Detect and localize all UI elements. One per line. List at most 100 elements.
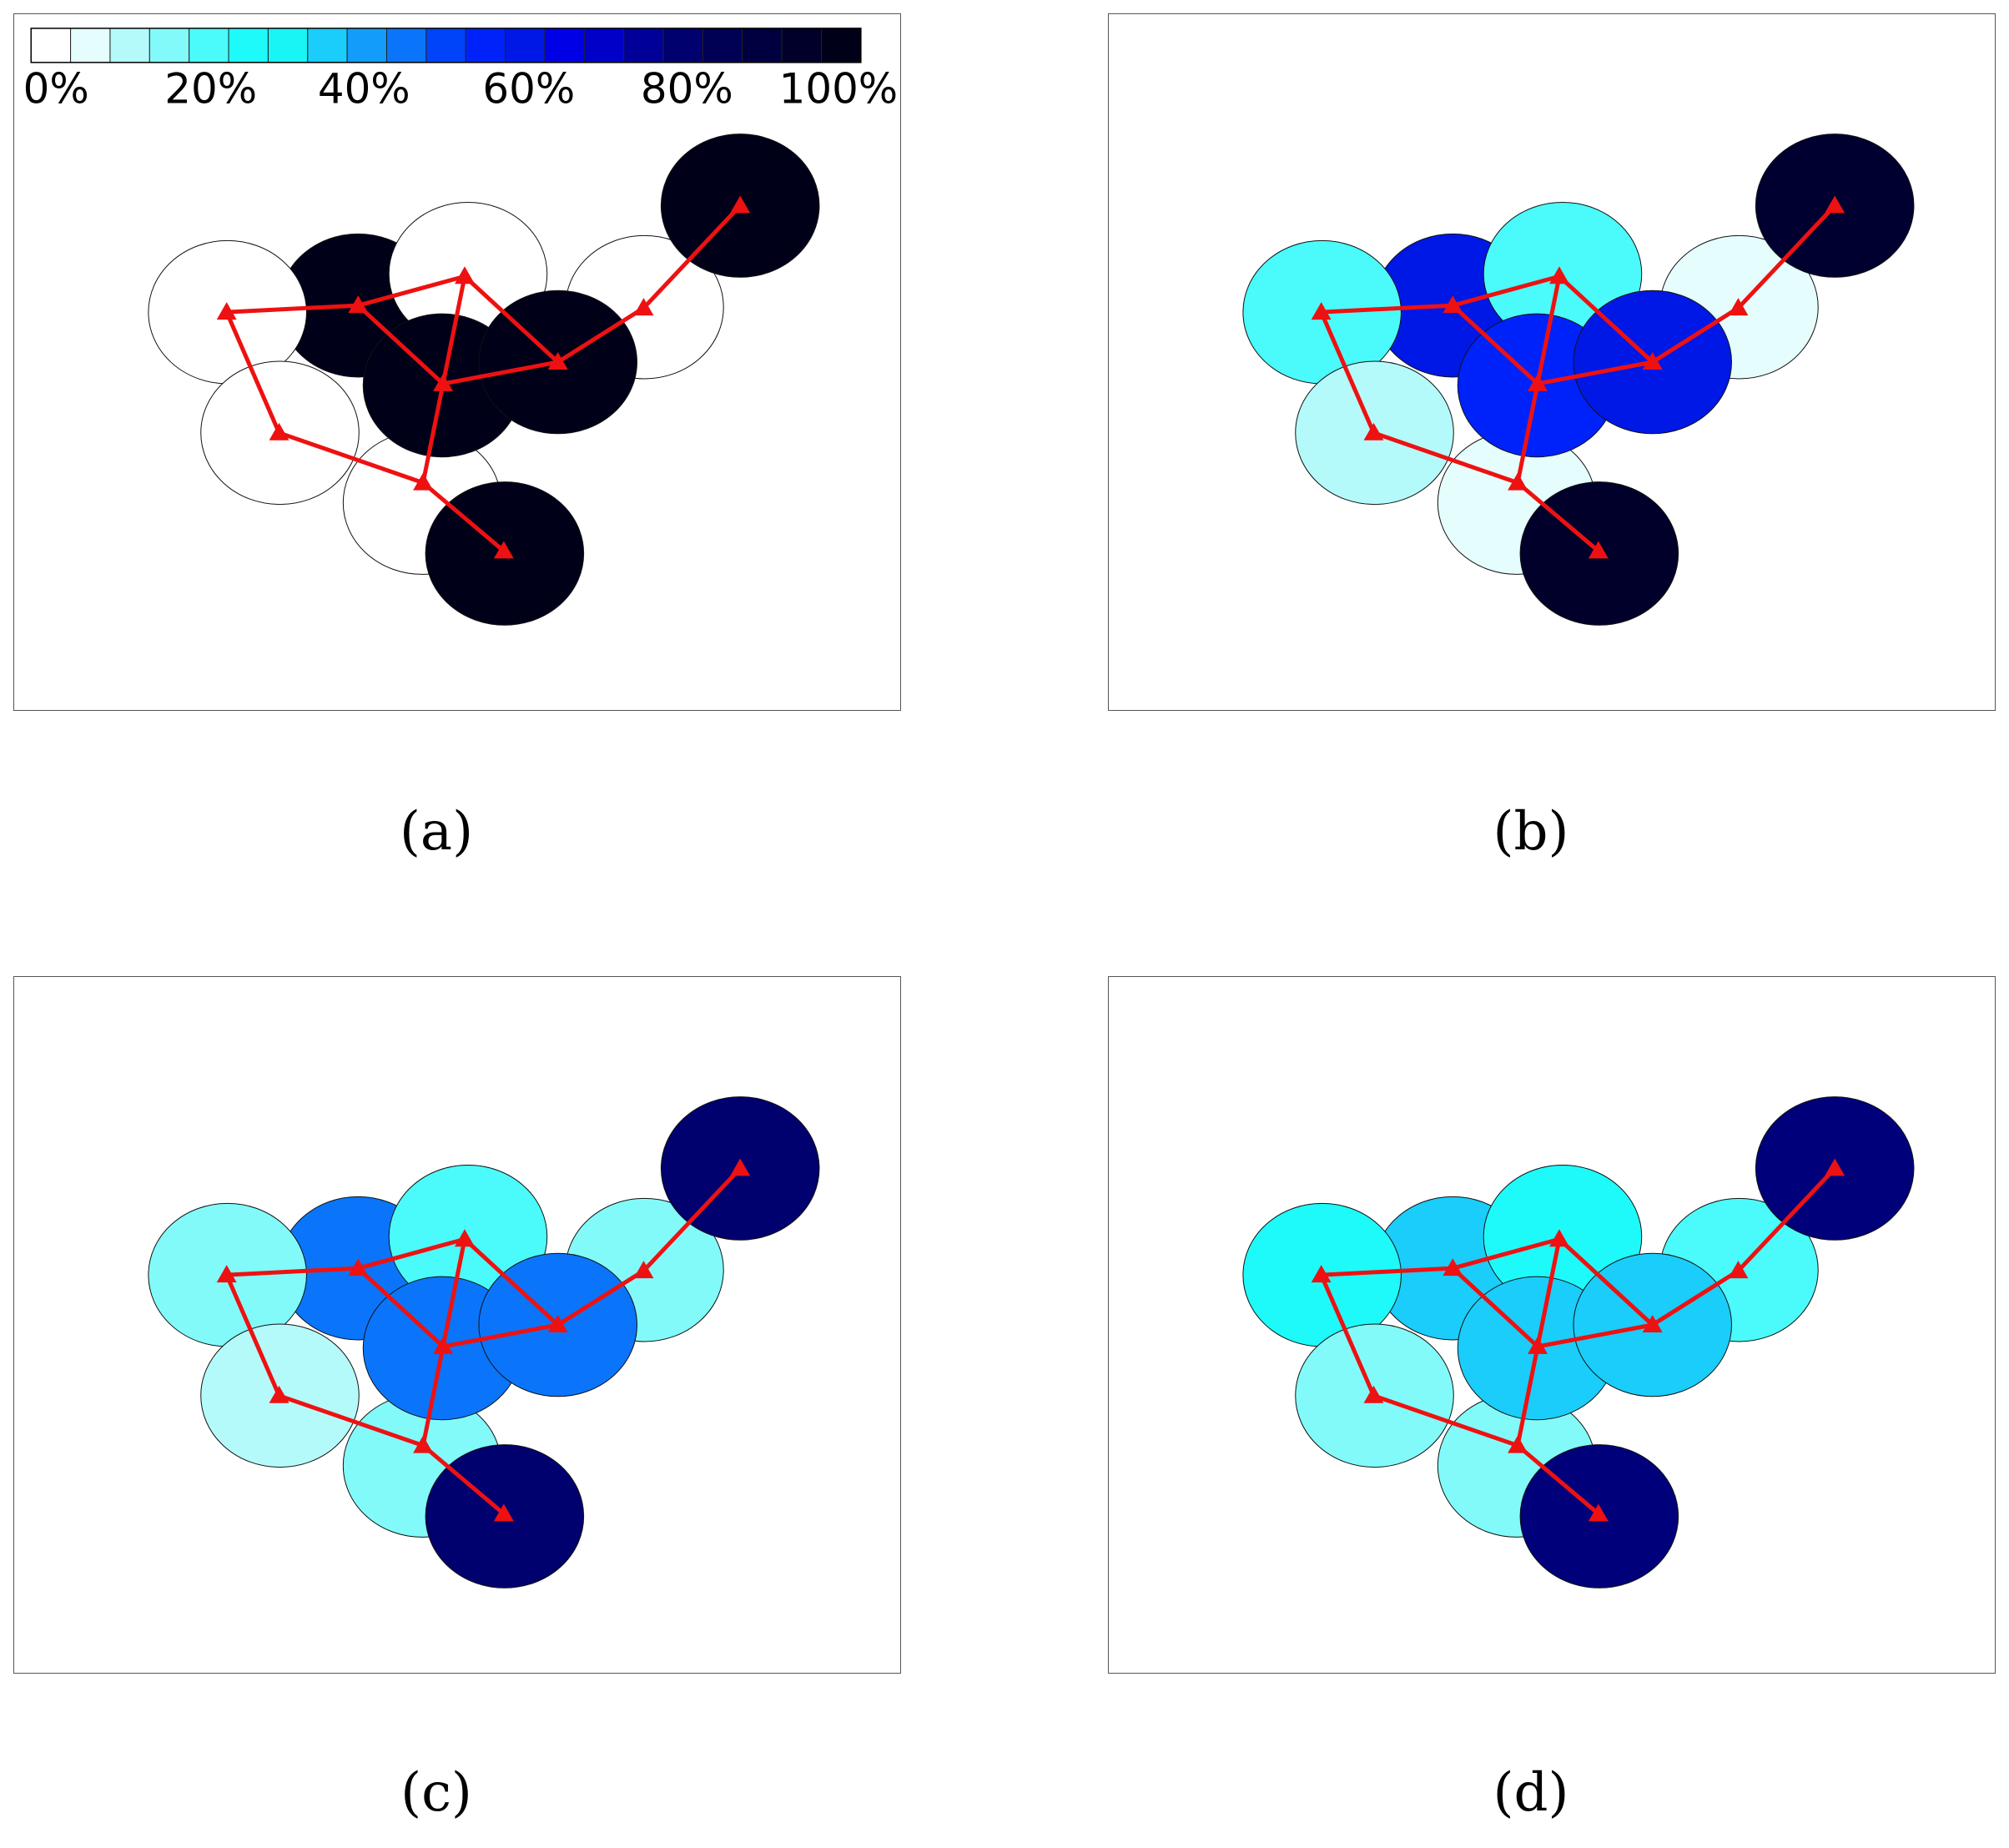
link-1-3	[1451, 1266, 1539, 1348]
panel-c	[13, 976, 901, 1674]
node-group	[1311, 195, 1845, 559]
link-group	[224, 1166, 743, 1516]
colorbar-swatch-10	[425, 28, 466, 63]
colorbar-swatch-6	[267, 28, 309, 63]
node-triangle-9	[493, 541, 514, 559]
cell-group	[1242, 133, 1915, 626]
colorbar-swatch-7	[307, 28, 348, 63]
link-2-3	[441, 1238, 467, 1347]
colorbar-tick-label: 0%	[23, 65, 89, 113]
colorbar-swatch-5	[228, 28, 269, 63]
colorbar-tick-label: 80%	[641, 65, 733, 113]
node-triangle-5	[1728, 1261, 1749, 1279]
colorbar-swatch-13	[544, 28, 585, 63]
colorbar-tick-label: 40%	[318, 65, 410, 113]
node-triangle-8	[1508, 1435, 1528, 1453]
colorbar-tick-label: 20%	[164, 65, 257, 113]
node-triangle-6	[1825, 195, 1845, 214]
link-4-5	[1651, 306, 1740, 365]
link-1-2	[1452, 1236, 1560, 1271]
node-triangle-2	[455, 266, 475, 285]
colorbar-swatch-14	[583, 28, 625, 63]
link-1-3	[356, 1266, 445, 1348]
caption-c: (c)	[400, 1762, 472, 1824]
link-2-4	[463, 274, 560, 364]
link-1-2	[357, 1236, 466, 1271]
node-triangle-7	[269, 422, 290, 441]
link-3-8	[1515, 383, 1540, 484]
colorbar-swatch-17	[702, 28, 743, 63]
node-triangle-2	[1549, 1229, 1569, 1247]
link-8-9	[421, 481, 506, 553]
node-triangle-6	[1825, 1158, 1845, 1176]
link-0-1	[1321, 1266, 1453, 1277]
caption-b: (b)	[1493, 801, 1569, 863]
caption-a: (a)	[399, 801, 474, 863]
link-0-7	[224, 1274, 281, 1397]
link-group	[1319, 204, 1837, 553]
colorbar-swatch-1	[70, 28, 111, 63]
link-0-1	[226, 1266, 359, 1277]
caption-d: (d)	[1493, 1762, 1569, 1824]
node-triangle-3	[1528, 373, 1548, 391]
node-triangle-0	[1311, 302, 1332, 320]
node-triangle-5	[633, 1261, 654, 1279]
panel-b-svg	[1242, 133, 1915, 626]
link-1-2	[357, 274, 466, 308]
panel-a-svg: 0%20%40%60%80%100%	[23, 28, 899, 626]
node-triangle-4	[547, 1315, 568, 1332]
node-triangle-0	[216, 302, 237, 320]
link-1-3	[356, 304, 445, 385]
panel-c-svg	[148, 1096, 820, 1589]
link-0-7	[1319, 311, 1376, 434]
link-2-4	[463, 1237, 560, 1327]
node-triangle-5	[633, 298, 654, 316]
link-5-6	[1736, 204, 1837, 310]
link-1-3	[1451, 304, 1539, 385]
link-0-1	[1321, 303, 1453, 315]
node-triangle-2	[1549, 266, 1569, 285]
link-3-4	[442, 1322, 559, 1349]
link-1-2	[1452, 274, 1560, 308]
colorbar-swatch-20	[820, 28, 862, 63]
node-triangle-4	[547, 352, 568, 370]
colorbar-frame	[30, 28, 862, 63]
colorbar-swatch-3	[149, 28, 190, 63]
node-group	[216, 1158, 751, 1522]
node-triangle-1	[1443, 1258, 1463, 1276]
node-triangle-9	[1588, 541, 1609, 559]
cell-group	[148, 1096, 820, 1589]
panel-d	[1108, 976, 1996, 1674]
link-7-8	[278, 1393, 424, 1448]
node-triangle-8	[1508, 472, 1528, 491]
colorbar-swatch-18	[742, 28, 783, 63]
node-triangle-2	[455, 1229, 475, 1247]
node-triangle-7	[1363, 1385, 1384, 1403]
node-triangle-3	[433, 1336, 454, 1354]
link-4-5	[556, 1269, 645, 1327]
colorbar-swatch-11	[465, 28, 506, 63]
link-8-9	[1516, 481, 1600, 553]
link-0-7	[1319, 1274, 1376, 1397]
link-3-8	[420, 1346, 446, 1447]
node-triangle-4	[1642, 1315, 1663, 1332]
colorbar-swatch-0	[30, 28, 72, 63]
link-3-4	[442, 360, 559, 386]
link-5-6	[642, 204, 743, 310]
link-5-6	[642, 1166, 743, 1272]
node-group	[1311, 1158, 1845, 1522]
colorbar-swatch-19	[781, 28, 822, 63]
cell-group	[148, 133, 820, 626]
node-triangle-9	[493, 1503, 514, 1522]
link-7-8	[1372, 431, 1518, 486]
node-group	[216, 195, 751, 559]
link-7-8	[1372, 1393, 1518, 1448]
link-2-3	[1535, 275, 1562, 385]
link-3-4	[1537, 360, 1654, 386]
node-triangle-0	[1311, 1265, 1332, 1283]
link-group	[1319, 1166, 1837, 1516]
colorbar-tick-label: 100%	[779, 65, 899, 113]
node-triangle-0	[216, 1265, 237, 1283]
node-triangle-8	[413, 472, 434, 491]
node-triangle-6	[730, 1158, 751, 1176]
